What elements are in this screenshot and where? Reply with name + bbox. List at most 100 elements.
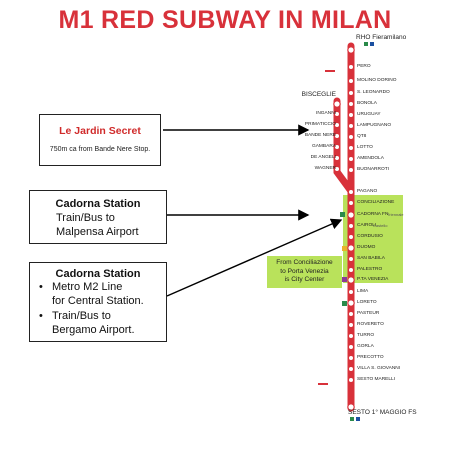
station-dot <box>349 290 353 294</box>
station-dot <box>347 244 355 252</box>
station-label: CADORNA FN <box>357 212 389 217</box>
station-label: AMENDOLA <box>357 156 384 161</box>
station-label: QT8 <box>357 134 367 139</box>
station-dot <box>349 157 353 161</box>
station-label: LOTTO <box>357 145 373 150</box>
station-label: BONOLA <box>357 101 377 106</box>
station-label: INGANNI <box>316 111 336 116</box>
station-label: MOLINO DORINO <box>357 78 397 83</box>
station-label: WAGNER <box>314 166 336 171</box>
station-label: ROVERETO <box>357 322 384 327</box>
station-label: TURRO <box>357 333 375 338</box>
station-label: CAIROLI <box>357 223 377 228</box>
station-dot <box>335 112 339 116</box>
station-dot <box>335 167 339 171</box>
station-dot <box>349 168 353 172</box>
terminus-rho: RHO Fieramilano <box>356 34 407 41</box>
note-line3: is City Center <box>284 276 325 283</box>
box2-line1: Train/Bus to <box>56 212 115 224</box>
station-dot <box>349 113 353 117</box>
note-line1: From Conciliazione <box>276 259 333 266</box>
station-dot <box>349 268 353 272</box>
station-label: GAMBARA <box>312 144 336 149</box>
station-dot <box>349 201 353 205</box>
station-dot <box>335 134 339 138</box>
station-label: PASTEUR <box>357 311 380 316</box>
station-dot <box>349 124 353 128</box>
bus-icon <box>370 42 374 46</box>
station-label: DE ANGELI <box>310 155 336 160</box>
station-label: SAN BABILA <box>357 256 385 261</box>
station-label: SESTO MARELLI <box>357 377 396 382</box>
station-label: BUONARROTI <box>357 167 389 172</box>
box3-item1-line2: for Central Station. <box>52 295 144 307</box>
station-dot <box>349 257 353 261</box>
bullet-icon: • <box>39 281 43 293</box>
hotel-name: Le Jardin Secret <box>59 125 141 137</box>
station-label: VILLA S. GIOVANNI <box>357 366 401 371</box>
station-dot <box>333 100 341 108</box>
box3-heading: Cadorna Station <box>55 268 141 280</box>
station-label: CONCILIAZIONE <box>357 200 395 205</box>
station-dot <box>349 102 353 106</box>
station-dot <box>347 276 355 284</box>
station-dot <box>349 65 353 69</box>
station-dot <box>349 135 353 139</box>
hotel-info-box: Le Jardin Secret 750m ca from Bande Nere… <box>39 114 161 166</box>
bus-icon <box>356 417 360 421</box>
cadorna-bergamo-box: Cadorna Station • Metro M2 Line for Cent… <box>29 262 167 342</box>
box2-heading: Cadorna Station <box>55 198 141 210</box>
m5-icon <box>342 277 347 282</box>
page-title: M1 RED SUBWAY IN MILAN <box>58 6 392 34</box>
station-dot <box>349 91 353 95</box>
terminus-bisceglie: BISCEGLIE <box>301 91 336 98</box>
m2-icon <box>340 212 345 217</box>
train-icon <box>364 42 368 46</box>
station-label: CORDUSIO <box>357 234 383 239</box>
train-icon <box>350 417 354 421</box>
cadorna-malpensa-box: Cadorna Station Train/Bus to Malpensa Ai… <box>29 190 167 244</box>
station-label: BANDE NERE <box>304 133 336 138</box>
station-label: LAMPUGNANO <box>357 123 392 128</box>
station-dot <box>349 235 353 239</box>
station-dot <box>347 46 355 54</box>
note-line2: to Porta Venezia <box>280 267 329 275</box>
station-dot <box>347 403 355 411</box>
station-dot <box>349 378 353 382</box>
m2-loreto-icon <box>342 301 347 306</box>
station-label: PALESTRO <box>357 267 383 272</box>
station-label: URUGUAY <box>357 112 381 117</box>
station-dot <box>335 123 339 127</box>
station-dot <box>347 299 355 307</box>
station-label: S. LEONARDO <box>357 90 390 95</box>
box3-item1-line1: Metro M2 Line <box>52 281 123 293</box>
parking-icon <box>325 70 335 72</box>
station-dot <box>349 345 353 349</box>
station-dot <box>349 190 353 194</box>
station-dot <box>335 156 339 160</box>
station-dot <box>349 224 353 228</box>
arrow-to-cadorna-2 <box>166 218 343 297</box>
station-label: LORETO <box>357 300 377 305</box>
station-dot <box>349 356 353 360</box>
box2-line2: Malpensa Airport <box>56 226 139 238</box>
terminus-sesto: SESTO 1° MAGGIO FS <box>348 409 417 416</box>
station-label: LIMA <box>357 289 369 294</box>
station-label: PAGANO <box>357 189 378 194</box>
parking-icon <box>318 383 328 385</box>
station-dot <box>349 323 353 327</box>
city-center-note: From Conciliazione to Porta Venezia is C… <box>267 256 342 288</box>
hotel-distance: 750m ca from Bande Nere Stop. <box>49 146 151 153</box>
station-label: DUOMO <box>357 245 376 250</box>
station-dot <box>349 146 353 150</box>
box3-item2-line2: Bergamo Airport. <box>52 324 135 336</box>
station-dot <box>349 334 353 338</box>
station-dot <box>349 79 353 83</box>
bullet-icon: • <box>39 310 43 322</box>
station-label: PERO <box>357 64 371 69</box>
station-label: P.TA VENEZIA <box>357 277 389 282</box>
station-note: Triennale <box>387 212 404 217</box>
station-dot <box>347 211 355 219</box>
station-dot <box>335 145 339 149</box>
